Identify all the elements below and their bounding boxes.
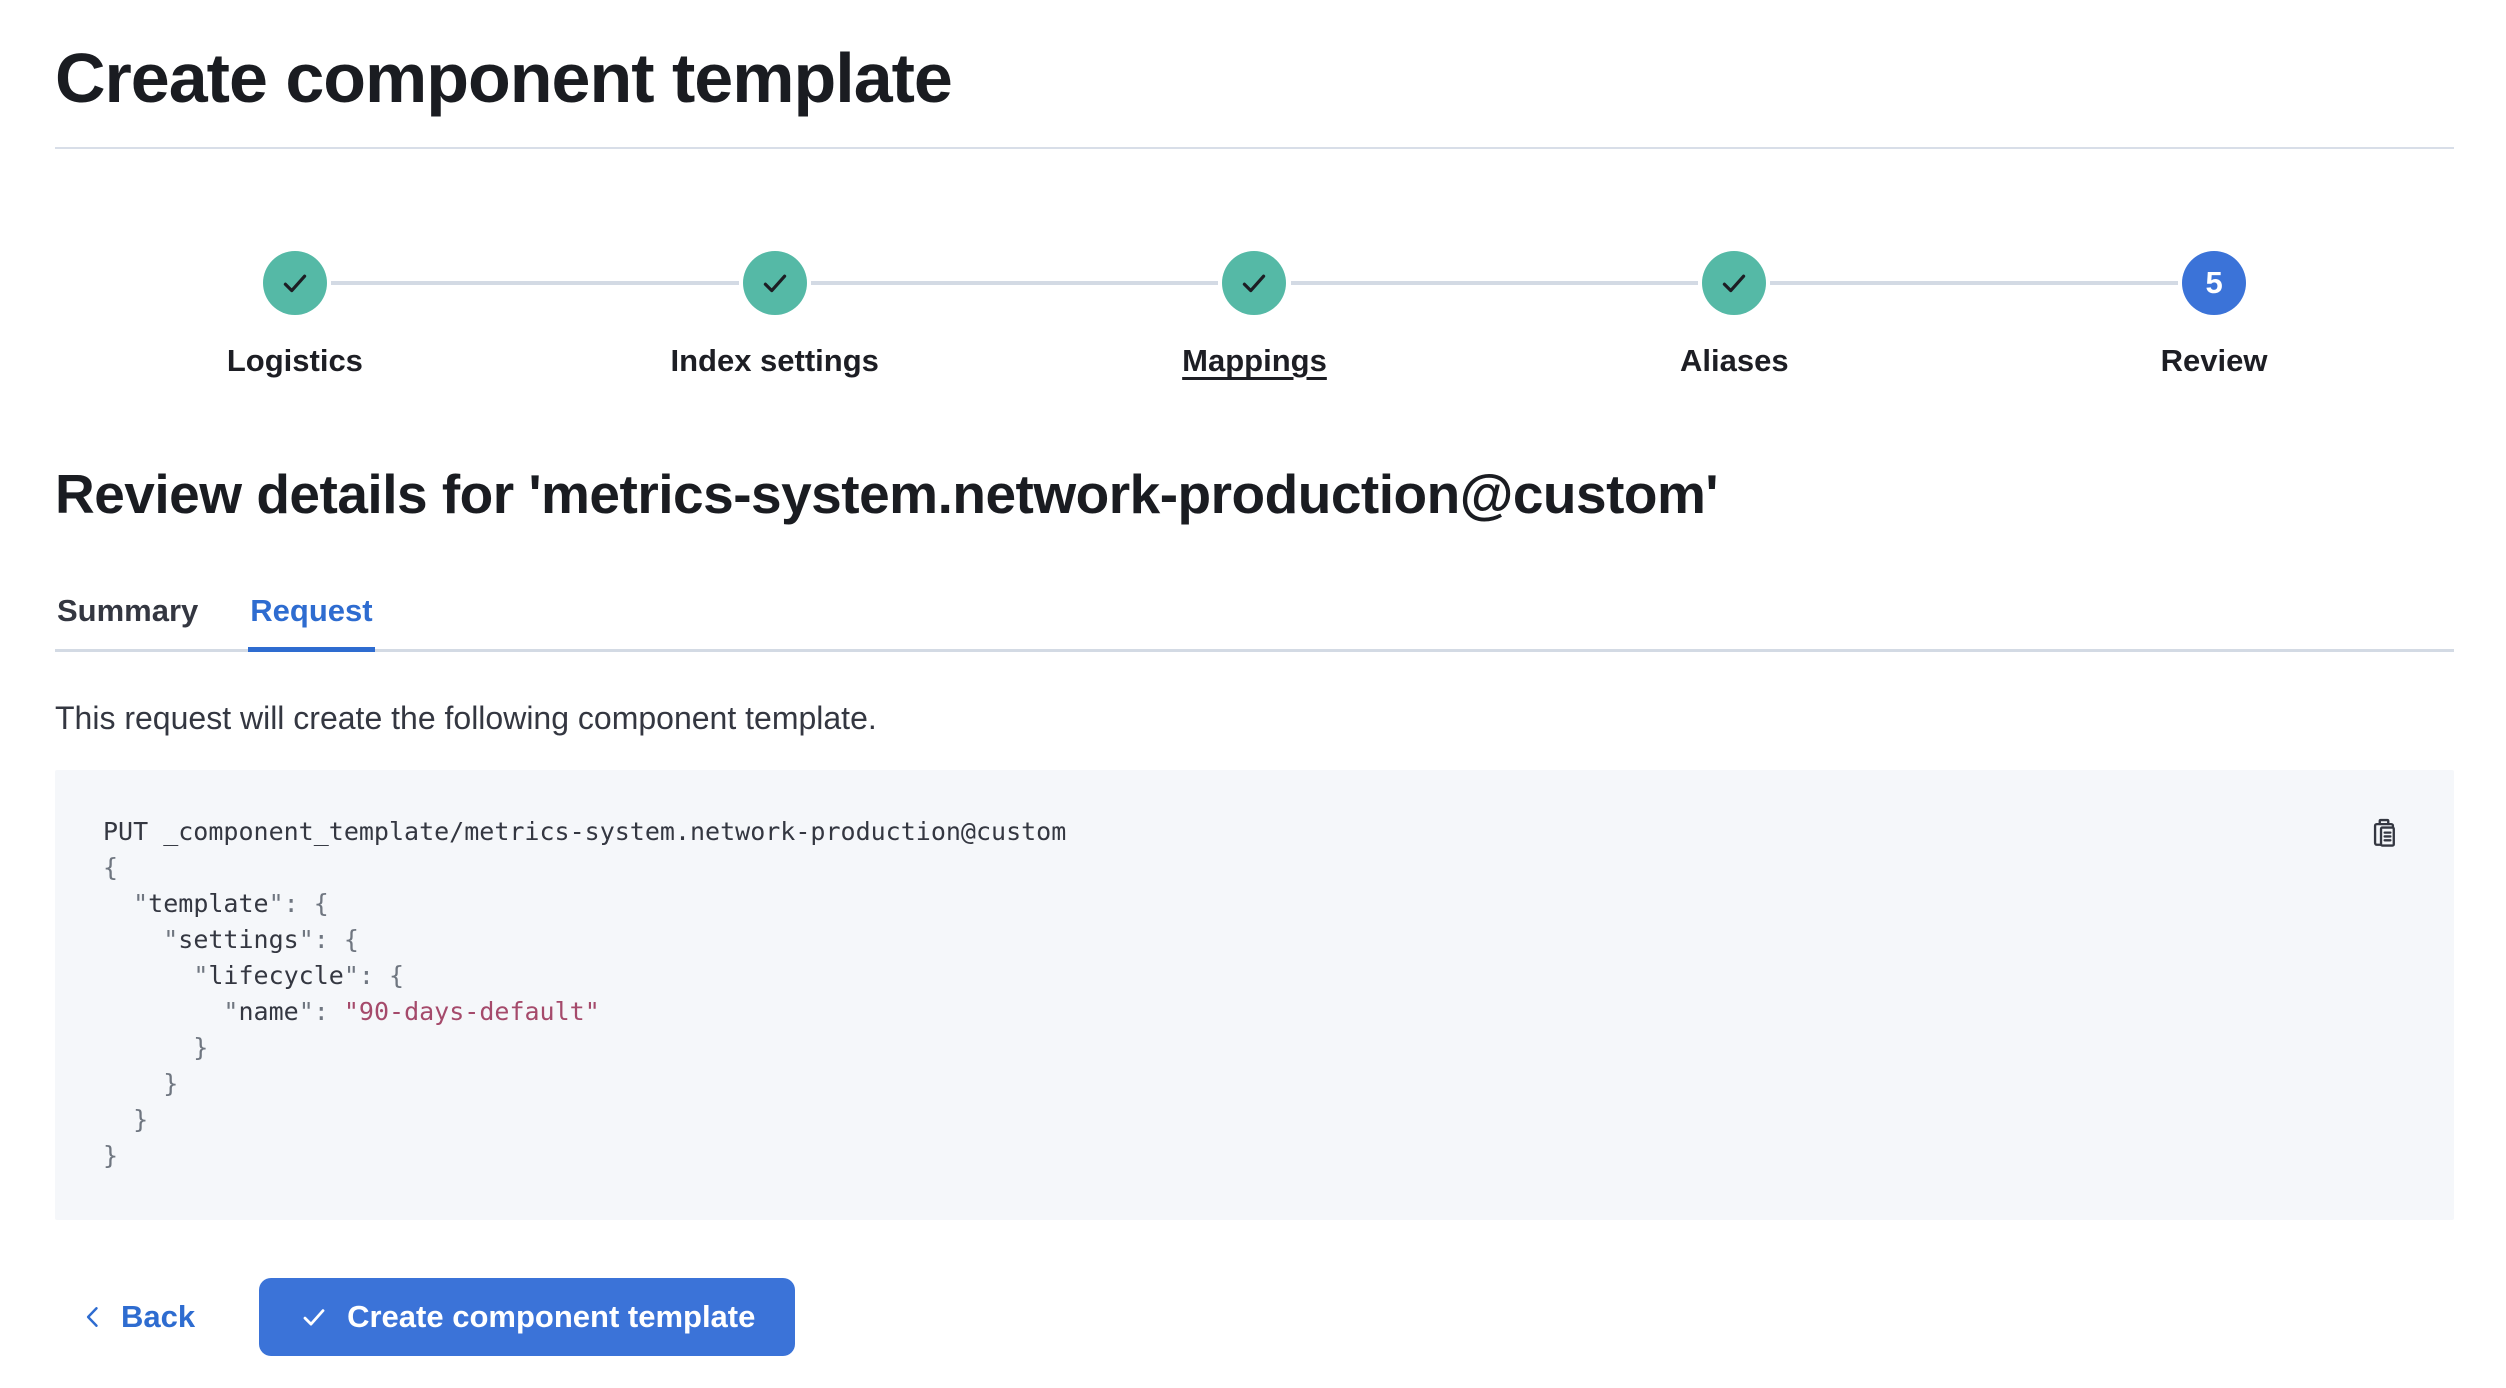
code-line: "template": { bbox=[133, 889, 329, 918]
step-connector bbox=[330, 281, 739, 285]
code-line: { bbox=[103, 853, 119, 882]
step-connector bbox=[1770, 281, 2179, 285]
code-line: "lifecycle": { bbox=[193, 961, 405, 990]
footer-actions: Back Create component template bbox=[55, 1278, 2454, 1356]
chevron-left-icon bbox=[86, 1307, 98, 1327]
title-divider bbox=[55, 147, 2454, 149]
tab-request[interactable]: Request bbox=[248, 591, 375, 652]
check-icon bbox=[763, 274, 786, 293]
create-component-template-button[interactable]: Create component template bbox=[259, 1278, 796, 1356]
code-line: PUT _component_template/metrics-system.n… bbox=[103, 817, 1067, 846]
step-number-circle: 5 bbox=[2182, 251, 2247, 315]
check-icon bbox=[283, 274, 307, 293]
page-title: Create component template bbox=[55, 39, 953, 117]
code-line: } bbox=[103, 1033, 209, 1062]
copy-clipboard-icon bbox=[2373, 818, 2395, 847]
tabs: Summary Request bbox=[55, 591, 2454, 652]
back-button-label: Back bbox=[121, 1299, 196, 1334]
create-button-label: Create component template bbox=[347, 1299, 756, 1334]
review-heading: Review details for 'metrics-system.netwo… bbox=[55, 463, 1719, 525]
step-label: Aliases bbox=[1680, 343, 1789, 378]
step-label: Mappings bbox=[1182, 343, 1327, 378]
code-line: } bbox=[103, 1141, 119, 1170]
step-item-logistics[interactable]: Logistics bbox=[55, 251, 535, 381]
step-item-index-settings[interactable]: Index settings bbox=[535, 251, 1015, 381]
code-line: } bbox=[103, 1105, 149, 1134]
step-check-circle bbox=[1222, 251, 1287, 315]
step-label: Index settings bbox=[670, 343, 879, 378]
code-line: "name": "90-days-default" bbox=[223, 997, 600, 1026]
step-check-circle bbox=[742, 251, 807, 315]
step-label: Review bbox=[2160, 343, 2268, 378]
tab-summary[interactable]: Summary bbox=[55, 591, 200, 652]
code-line: } bbox=[103, 1069, 179, 1098]
check-icon bbox=[303, 1309, 325, 1326]
step-label: Logistics bbox=[226, 343, 363, 378]
code-line: "settings": { bbox=[163, 925, 359, 954]
code-block: PUT _component_template/metrics-system.n… bbox=[55, 770, 2454, 1220]
step-check-circle bbox=[1702, 251, 1767, 315]
request-description: This request will create the following c… bbox=[55, 700, 877, 736]
back-button[interactable]: Back bbox=[79, 1299, 195, 1335]
step-connector bbox=[810, 281, 1219, 285]
step-connector bbox=[1290, 281, 1699, 285]
step-check-circle bbox=[262, 251, 327, 315]
copy-button[interactable] bbox=[2364, 812, 2404, 852]
step-item-mappings[interactable]: Mappings bbox=[1015, 251, 1495, 381]
check-icon bbox=[1243, 274, 1266, 293]
step-item-aliases[interactable]: Aliases bbox=[1494, 251, 1974, 381]
request-code: PUT _component_template/metrics-system.n… bbox=[103, 814, 2334, 1174]
check-icon bbox=[1723, 274, 1746, 293]
